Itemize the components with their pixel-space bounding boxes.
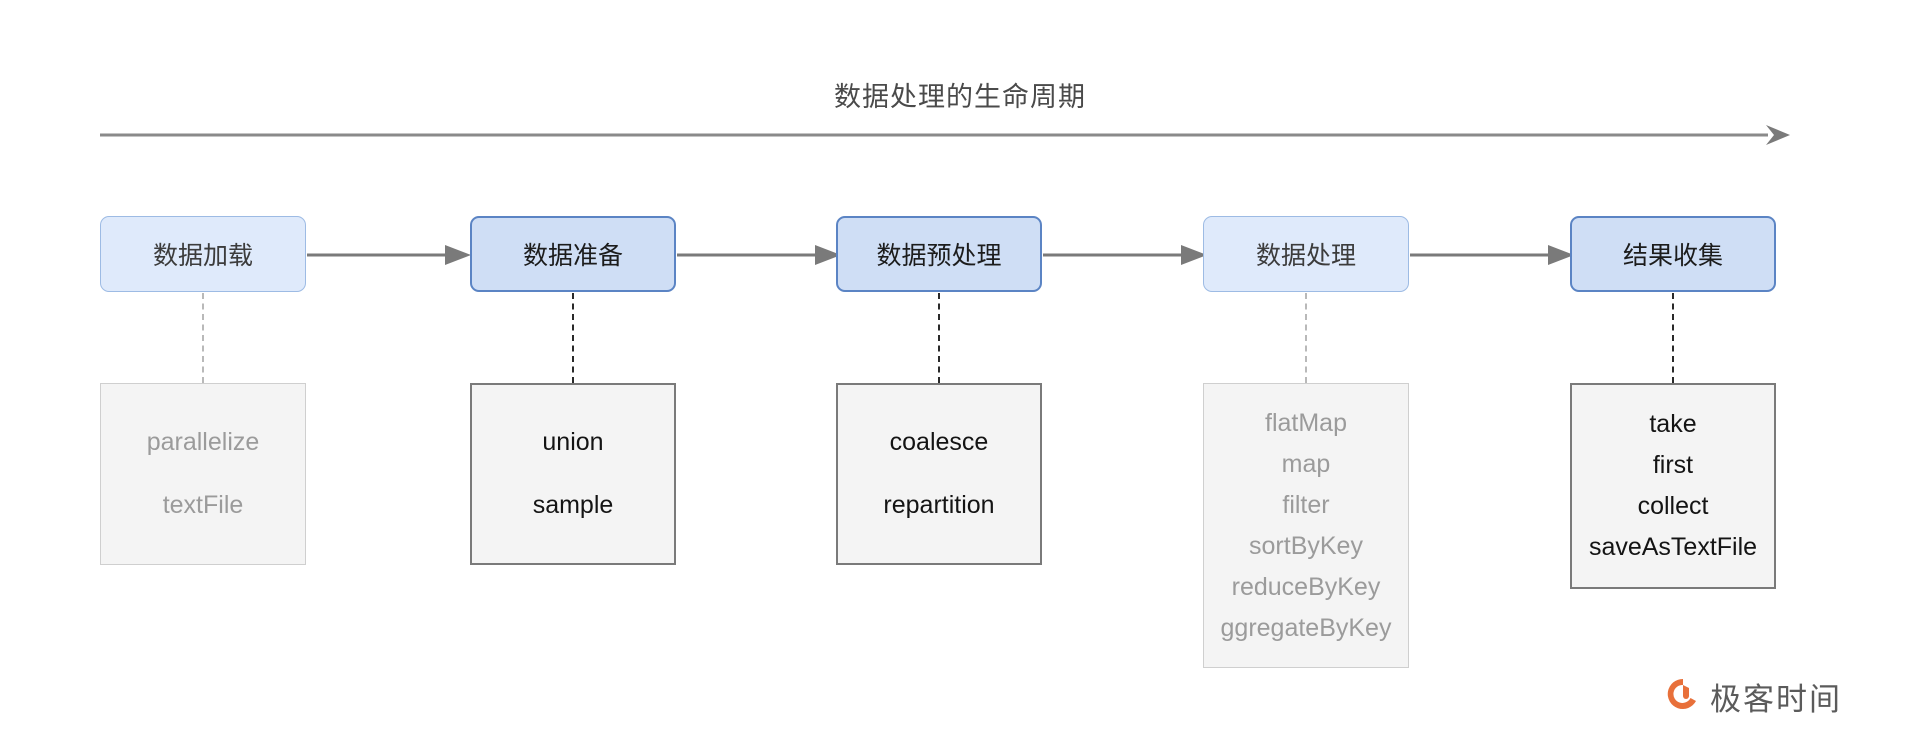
stage-label: 数据加载 [152, 242, 253, 270]
timeline-arrow [100, 120, 1790, 150]
watermark-text: 极客时间 [1710, 682, 1842, 717]
arrow-preprocess-to-process [1043, 243, 1207, 267]
connector-data-prepare [572, 293, 574, 383]
connector-result-collect [1672, 293, 1674, 383]
stage-box-data-preprocess[interactable]: 数据预处理 [836, 216, 1042, 292]
method-item: repartition [883, 491, 995, 519]
stage-box-data-prepare[interactable]: 数据准备 [470, 216, 676, 292]
stage-box-data-load[interactable]: 数据加载 [100, 216, 306, 292]
method-item: saveAsTextFile [1588, 533, 1758, 561]
method-box-result-collect: take first collect saveAsTextFile [1570, 383, 1776, 589]
method-item: textFile [162, 491, 244, 519]
connector-data-process [1305, 293, 1307, 383]
method-item: sample [532, 491, 614, 519]
method-item: map [1281, 449, 1331, 478]
connector-data-load [202, 293, 204, 383]
method-box-data-load: parallelize textFile [100, 383, 306, 565]
stage-label: 数据预处理 [876, 242, 1002, 270]
stage-label: 数据处理 [1255, 242, 1356, 270]
method-item: flatMap [1265, 408, 1347, 437]
method-box-data-prepare: union sample [470, 383, 676, 565]
method-item: ggregateByKey [1220, 613, 1392, 642]
method-box-data-preprocess: coalesce repartition [836, 383, 1042, 565]
connector-data-preprocess [938, 293, 940, 383]
method-item: coalesce [889, 428, 989, 456]
stage-label: 结果收集 [1622, 242, 1723, 270]
stage-label: 数据准备 [522, 242, 623, 270]
method-item: collect [1637, 492, 1709, 520]
method-item: filter [1282, 490, 1330, 519]
arrow-process-to-collect [1410, 243, 1574, 267]
method-item: reduceByKey [1231, 572, 1381, 601]
arrow-load-to-prepare [307, 243, 471, 267]
stage-box-data-process[interactable]: 数据处理 [1203, 216, 1409, 292]
method-item: take [1649, 410, 1697, 438]
page-title: 数据处理的生命周期 [834, 82, 1086, 112]
geekbang-logo-icon [1665, 676, 1701, 717]
stage-box-result-collect[interactable]: 结果收集 [1570, 216, 1776, 292]
method-item: parallelize [146, 428, 260, 456]
method-box-data-process: flatMap map filter sortByKey reduceByKey… [1203, 383, 1409, 668]
arrow-prepare-to-preprocess [677, 243, 841, 267]
method-item: sortByKey [1249, 531, 1363, 560]
method-item: union [542, 428, 604, 456]
watermark: 极客时间 [1665, 674, 1842, 719]
method-item: first [1652, 451, 1694, 479]
